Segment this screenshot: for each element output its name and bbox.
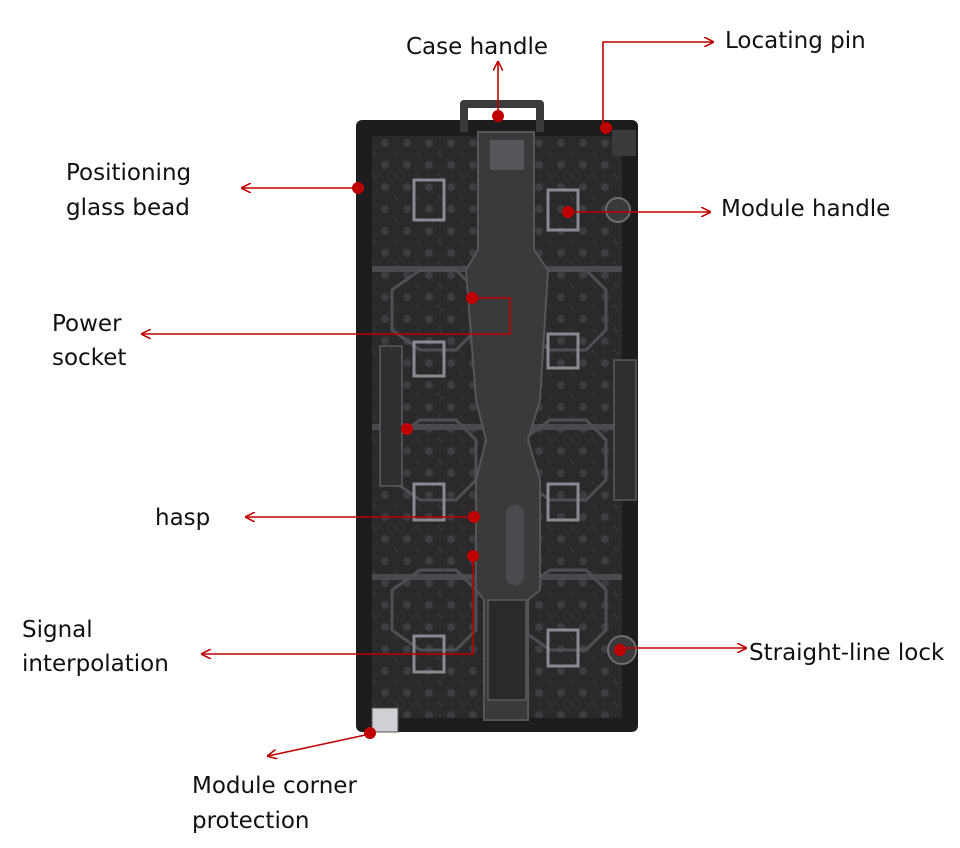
straight-line-lock-dot <box>614 644 626 656</box>
signal-interpolation-label-line1: Signal <box>22 617 93 643</box>
hasp-label: hasp <box>155 505 211 531</box>
center-spine <box>464 131 550 721</box>
module-bracket <box>412 482 446 522</box>
case-handle-dot <box>492 110 504 122</box>
side-rail-right <box>613 359 637 501</box>
spine-slot <box>506 505 524 585</box>
signal-interpolation-label-line2: interpolation <box>22 651 169 677</box>
hasp-dot <box>468 511 480 523</box>
module-handle-label: Module handle <box>721 196 891 222</box>
module-corner-protection-label-line1: Module corner <box>192 773 357 799</box>
corner-block <box>371 707 399 733</box>
locating-pin-label: Locating pin <box>725 28 866 54</box>
module-bracket <box>412 340 446 378</box>
module-outline <box>390 568 478 652</box>
case-handle-shape <box>460 100 544 132</box>
positioning-glass-bead-label-line2: glass bead <box>66 195 190 221</box>
spine-plate <box>490 140 524 170</box>
positioning-glass-bead-label-line1: Positioning <box>66 160 192 186</box>
side-rail-dot <box>401 423 413 435</box>
power-socket-dot <box>466 292 478 304</box>
corner-block <box>612 130 636 156</box>
case-handle-label: Case handle <box>406 34 548 60</box>
module-corner-protection-label-line2: protection <box>192 808 310 834</box>
power-socket-label-line2: socket <box>52 345 127 371</box>
signal-interpolation-callout <box>202 556 474 654</box>
straight-line-lock-label: Straight-line lock <box>749 640 945 666</box>
module-bracket <box>546 332 580 370</box>
module-bracket <box>546 188 580 232</box>
corner-protection-dot <box>364 727 376 739</box>
corner-protection-callout <box>268 733 371 756</box>
power-socket-callout <box>142 297 511 334</box>
module-bracket <box>546 482 580 522</box>
module-bracket <box>412 178 446 222</box>
side-lock-shape <box>605 197 631 223</box>
power-socket-label-line1: Power <box>52 311 122 337</box>
side-rail-left <box>379 345 403 487</box>
signal-interpolation-dot <box>467 550 479 562</box>
callout-lines <box>142 42 746 756</box>
locating-pin-dot <box>600 122 612 134</box>
module-bracket <box>546 628 580 668</box>
spine-plate <box>487 599 527 701</box>
cabinet-panel <box>356 100 638 733</box>
module-handle-dot <box>562 206 574 218</box>
locating-pin-callout <box>602 42 713 128</box>
callout-dots <box>352 110 626 739</box>
glass-bead-dot <box>352 182 364 194</box>
module-outline <box>520 568 608 652</box>
